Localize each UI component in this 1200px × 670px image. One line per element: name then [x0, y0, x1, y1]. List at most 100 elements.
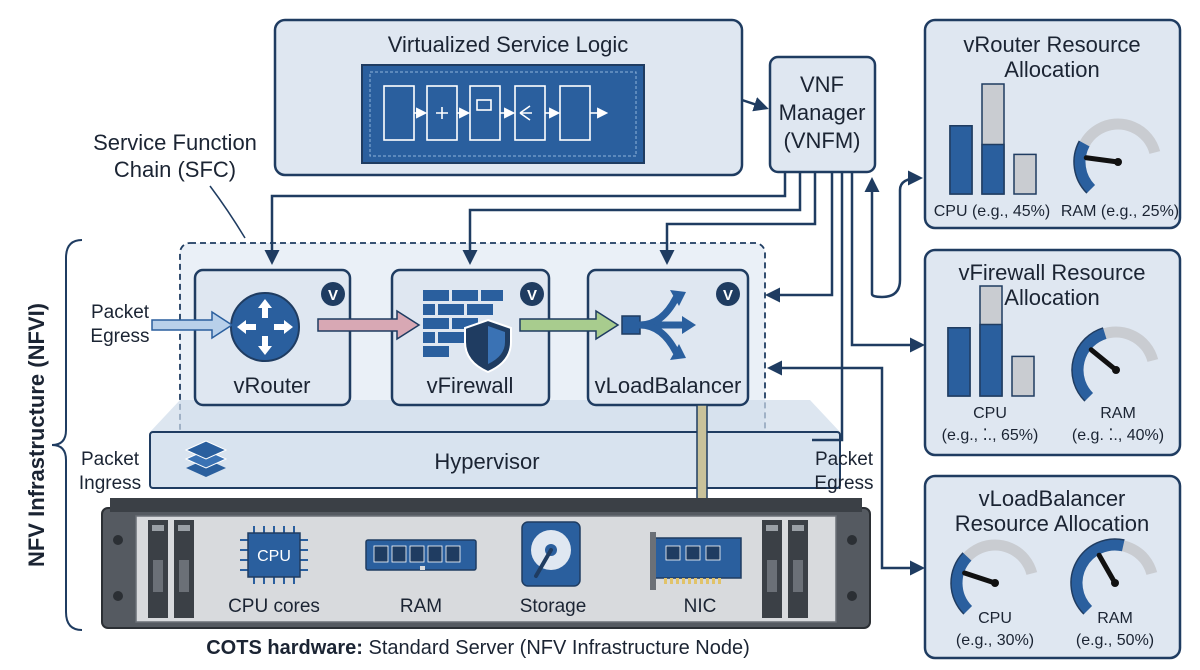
- gauge-rim: [1071, 327, 1104, 402]
- cpu-bar-fill: [949, 125, 973, 195]
- packet-flow-in-arrow: [151, 310, 234, 340]
- vfirewall-label: vFirewall: [427, 373, 514, 398]
- gauge-needle: [1083, 155, 1121, 165]
- hard-drive-icon: [521, 521, 581, 587]
- vfirewall-ram-gauge: [1071, 326, 1159, 402]
- vrouter-badge: V: [328, 287, 338, 304]
- vfirewall-panel-title2: Allocation: [1004, 285, 1099, 310]
- panel-vfirewall: vFirewall Resource Allocation CPU (e.g.,…: [923, 248, 1182, 457]
- hardware-caption-rest: Standard Server (NFV Infrastructure Node…: [363, 637, 750, 659]
- hypervisor-bar: Hypervisor: [149, 400, 841, 489]
- ram-module-icon: [365, 539, 477, 571]
- vloadbalancer-label: vLoadBalancer: [595, 373, 742, 398]
- virtual-badge: [716, 282, 740, 306]
- panel-vloadbalancer: vLoadBalancer Resource Allocation CPU (e…: [923, 474, 1182, 660]
- vloadbalancer-badge: V: [723, 287, 733, 304]
- hw-component-nic: NIC: [684, 596, 717, 617]
- vnf-vloadbalancer: V vLoadBalancer: [586, 268, 750, 407]
- sfc-label-line1: Service Function: [93, 130, 257, 155]
- layers-icon: [184, 440, 228, 477]
- service-logic-title: Virtualized Service Logic: [388, 32, 629, 57]
- vloadbalancer-ram-label1: RAM: [1097, 610, 1133, 627]
- cpu-chip-icon: CPU: [240, 526, 308, 584]
- vloadbalancer-cpu-gauge: [950, 539, 1038, 615]
- vnfm-line2: Manager: [779, 100, 866, 125]
- gauge-fill: [951, 553, 973, 614]
- nfvi-label: NFV Infrastructure (NFVI): [24, 303, 49, 567]
- packet-ingress-line1: Packet: [81, 449, 140, 470]
- cots-server: CPU CPU cores RAM Storage: [101, 498, 871, 629]
- cpu-bar-fill: [981, 143, 1005, 195]
- gauge-needle: [962, 570, 998, 586]
- hw-component-cpu: CPU cores: [228, 596, 320, 617]
- vnf-vfirewall: V vFirewall: [390, 268, 551, 407]
- packet-left-line2: Egress: [90, 326, 149, 347]
- vrouter-label: vRouter: [233, 373, 310, 398]
- vnf-vrouter: V vRouter: [193, 268, 352, 407]
- firewall-icon: [423, 290, 512, 374]
- vloadbalancer-cpu-label2: (e.g., 30%): [956, 632, 1034, 649]
- virtual-badge: [520, 282, 544, 306]
- cpu-bar-fill: [979, 323, 1003, 397]
- vfirewall-cpu-label1: CPU: [973, 405, 1007, 422]
- gauge-rim: [1073, 140, 1088, 194]
- network-card-icon: [650, 532, 742, 590]
- gauge-hub: [1112, 366, 1120, 374]
- blueprint-icon: [361, 64, 645, 164]
- service-logic-box: Virtualized Service Logic: [273, 18, 744, 177]
- gauge-fill: [1071, 539, 1125, 614]
- hypervisor-label: Hypervisor: [434, 449, 539, 474]
- packet-left-line1: Packet: [91, 302, 150, 323]
- packet-ingress-line2: Ingress: [79, 473, 141, 494]
- cpu-bar-fill: [947, 327, 971, 397]
- vfirewall-ram-label2: (e.g. ⁚., 40%): [1072, 427, 1164, 444]
- vfirewall-cpu-bars: [947, 285, 1035, 397]
- gauge-needle: [1096, 552, 1118, 586]
- vfirewall-badge: V: [527, 287, 537, 304]
- gauge-hub: [991, 579, 999, 587]
- vrouter-panel-title2: Allocation: [1004, 57, 1099, 82]
- vrouter-ram-label: RAM (e.g., 25%): [1061, 203, 1179, 220]
- packet-right-line2: Egress: [814, 473, 873, 494]
- drive-bays-right: [762, 520, 808, 618]
- vfirewall-panel-title1: vFirewall Resource: [958, 260, 1145, 285]
- vrouter-panel-title1: vRouter Resource: [963, 32, 1140, 57]
- hardware-caption-bold: COTS hardware:: [206, 637, 363, 659]
- gauge-hub: [1111, 579, 1119, 587]
- hw-component-ram: RAM: [400, 596, 442, 617]
- vrouter-cpu-label: CPU (e.g., 45%): [934, 203, 1050, 220]
- vloadbalancer-cpu-label1: CPU: [978, 610, 1012, 627]
- panel-vrouter: vRouter Resource Allocation CPU (e.g., 4…: [923, 18, 1182, 230]
- nfvi-brace: [51, 239, 83, 631]
- hw-component-storage: Storage: [520, 596, 587, 617]
- gauge-rim: [1070, 538, 1125, 615]
- vnfm-line1: VNF: [800, 72, 844, 97]
- router-icon: [230, 292, 300, 362]
- gauge-needle: [1088, 347, 1119, 373]
- sfc-pointer: [209, 185, 246, 239]
- cpu-bar: [1013, 153, 1037, 195]
- vnf-manager-box: VNF Manager (VNFM): [768, 55, 877, 174]
- vloadbalancer-ram-gauge: [1070, 538, 1158, 615]
- vnfm-line3: (VNFM): [784, 128, 861, 153]
- drive-bays-left: [148, 520, 194, 618]
- router-to-firewall-arrow: [317, 309, 421, 341]
- vloadbalancer-panel-title2: Resource Allocation: [955, 511, 1149, 536]
- gauge-hub: [1114, 158, 1122, 166]
- vrouter-cpu-bars: [949, 83, 1037, 195]
- vfirewall-ram-label1: RAM: [1100, 405, 1136, 422]
- cpu-bar: [1011, 355, 1035, 397]
- packet-right-line1: Packet: [815, 449, 874, 470]
- hardware-caption: COTS hardware: Standard Server (NFV Infr…: [206, 637, 750, 659]
- vrouter-ram-gauge: [1073, 118, 1161, 194]
- logic-to-vnfm-arrow: [741, 97, 769, 112]
- gauge-fill: [1072, 328, 1107, 401]
- vloadbalancer-ram-label2: (e.g., 50%): [1076, 632, 1154, 649]
- firewall-to-loadbalancer-arrow: [519, 309, 620, 341]
- gauge-rim: [950, 552, 965, 615]
- vfirewall-cpu-label2: (e.g., ⁚., 65%): [942, 427, 1039, 444]
- vloadbalancer-panel-title1: vLoadBalancer: [979, 486, 1126, 511]
- sfc-label-line2: Chain (SFC): [114, 157, 236, 182]
